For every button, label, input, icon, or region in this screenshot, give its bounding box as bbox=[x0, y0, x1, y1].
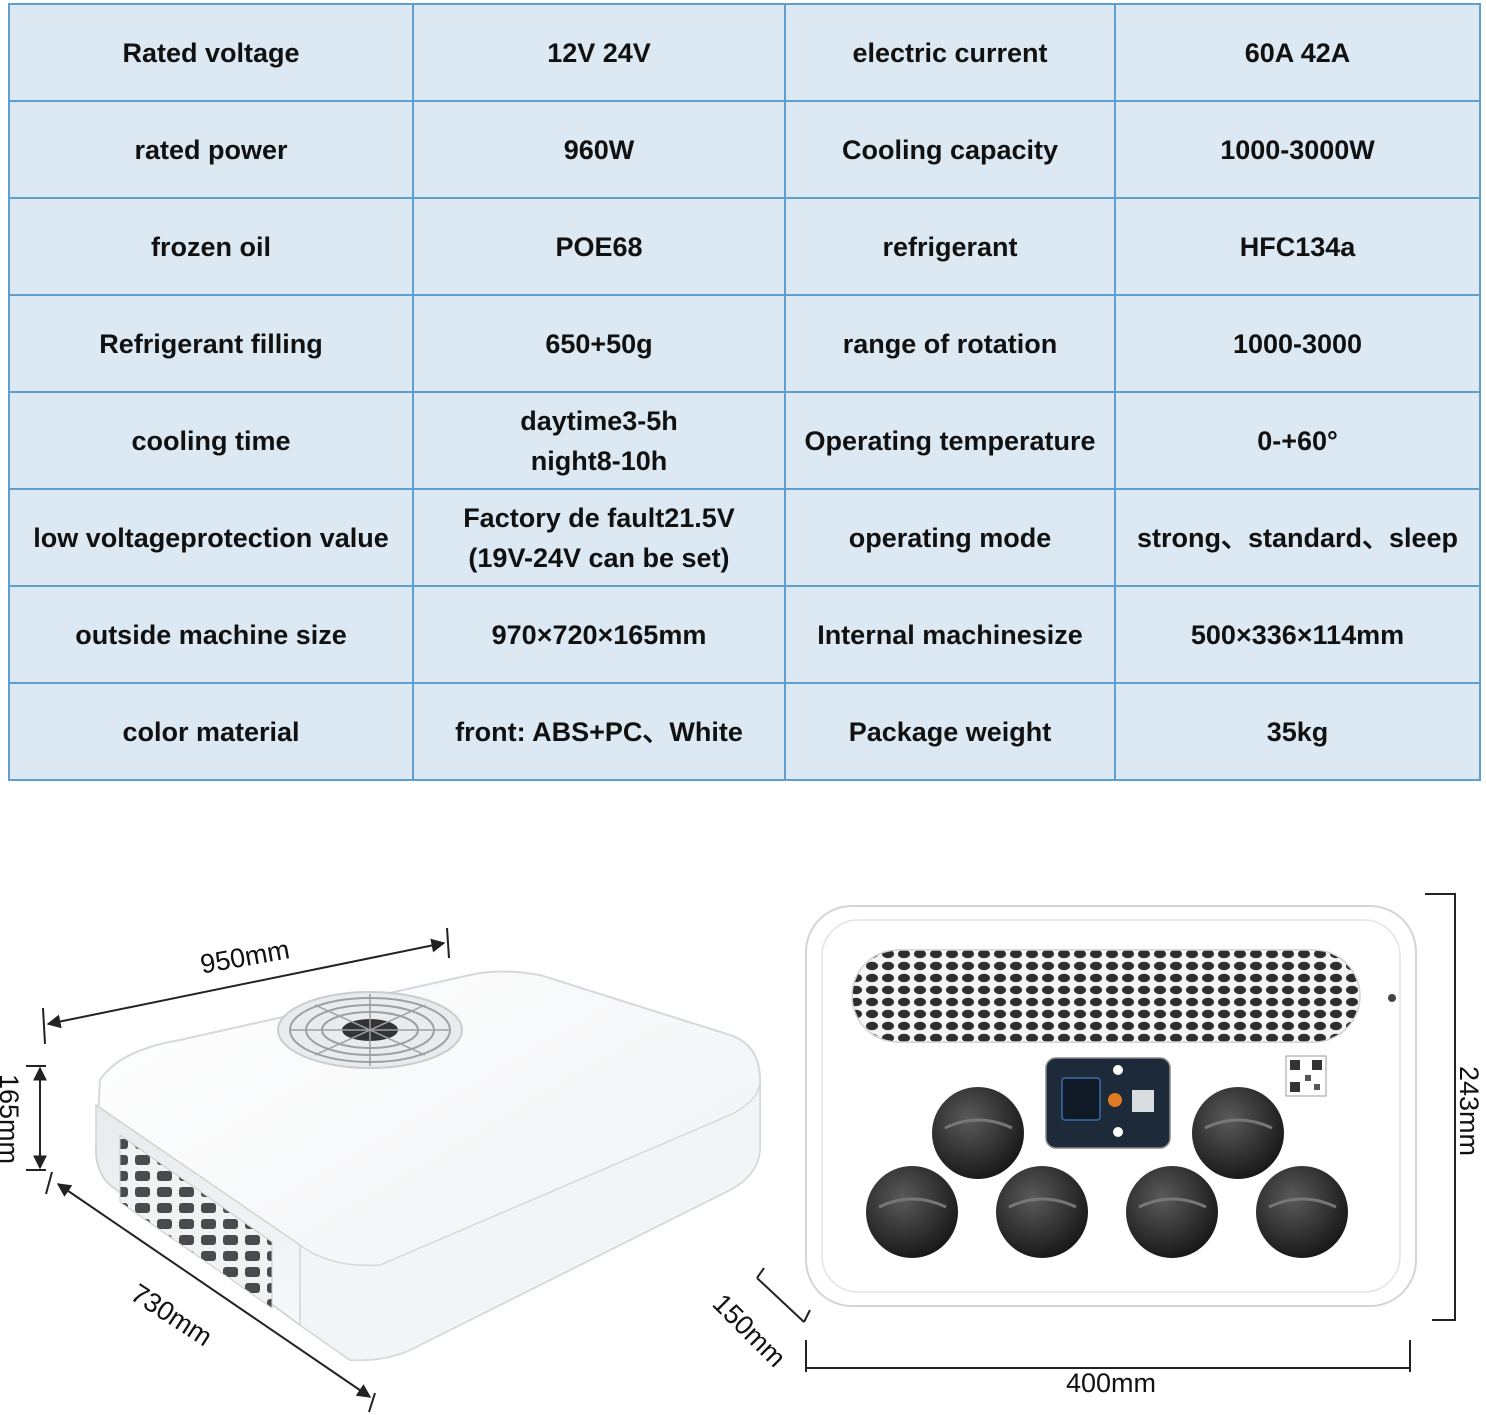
spec-label: electric current bbox=[784, 3, 1116, 102]
fan-icon bbox=[277, 991, 463, 1069]
spec-value: 500×336×114mm bbox=[1114, 585, 1481, 684]
spec-row: Refrigerant filling 650+50g range of rotat… bbox=[8, 294, 1481, 393]
spec-value-line: (19V-24V can be set) bbox=[468, 542, 730, 573]
spec-value: daytime3-5h night8-10h bbox=[412, 391, 786, 490]
spec-value-line: 650+50g bbox=[545, 328, 653, 359]
spec-value-line: 960W bbox=[563, 134, 635, 165]
spec-label: range of rotation bbox=[784, 294, 1116, 393]
spec-row: outside machine size 970×720×165mm Interna… bbox=[8, 585, 1481, 684]
spec-value-line: front: ABS+PC、White bbox=[455, 716, 743, 747]
spec-label: color material bbox=[8, 682, 414, 781]
spec-row: cooling time daytime3-5h night8-10h Operati… bbox=[8, 391, 1481, 490]
spec-value: 0-+60° bbox=[1114, 391, 1481, 490]
qr-code-icon bbox=[1285, 1055, 1327, 1097]
outdoor-unit bbox=[94, 970, 761, 1362]
spec-label: frozen oil bbox=[8, 197, 414, 296]
spec-value: HFC134a bbox=[1114, 197, 1481, 296]
spec-value: 650+50g bbox=[412, 294, 786, 393]
spec-value: strong、standard、sleep bbox=[1114, 488, 1481, 587]
spec-label: cooling time bbox=[8, 391, 414, 490]
spec-label: Rated voltage bbox=[8, 3, 414, 102]
spec-value: POE68 bbox=[412, 197, 786, 296]
spec-value: front: ABS+PC、White bbox=[412, 682, 786, 781]
spec-label: Package weight bbox=[784, 682, 1116, 781]
spec-value-line: 970×720×165mm bbox=[491, 619, 707, 650]
indoor-unit bbox=[805, 905, 1417, 1307]
indoor-height-label: 243mm bbox=[1454, 1066, 1484, 1157]
spec-value: 35kg bbox=[1114, 682, 1481, 781]
spec-value: Factory de fault21.5V (19V-24V can be set… bbox=[412, 488, 786, 587]
indoor-width-label: 400mm bbox=[1066, 1368, 1157, 1398]
spec-label: low voltageprotection value bbox=[8, 488, 414, 587]
spec-value-line: Factory de fault21.5V bbox=[463, 502, 735, 533]
spec-label: Cooling capacity bbox=[784, 100, 1116, 199]
spec-value-line: night8-10h bbox=[530, 445, 668, 476]
outdoor-dimension-lines bbox=[26, 927, 450, 1413]
spec-value: 970×720×165mm bbox=[412, 585, 786, 684]
spec-row: color material front: ABS+PC、White Package… bbox=[8, 682, 1481, 781]
spec-label: refrigerant bbox=[784, 197, 1116, 296]
spec-label: Refrigerant filling bbox=[8, 294, 414, 393]
spec-value: 960W bbox=[412, 100, 786, 199]
spec-label: Internal machinesize bbox=[784, 585, 1116, 684]
spec-value-line: daytime3-5h bbox=[520, 405, 678, 436]
spec-label: operating mode bbox=[784, 488, 1116, 587]
spec-value-line: 12V 24V bbox=[547, 37, 651, 68]
spec-value: 60A 42A bbox=[1114, 3, 1481, 102]
indoor-dimension-lines bbox=[756, 893, 1456, 1372]
spec-value: 1000-3000W bbox=[1114, 100, 1481, 199]
spec-value: 12V 24V bbox=[412, 3, 786, 102]
spec-value-line: POE68 bbox=[555, 231, 643, 262]
spec-label: Operating temperature bbox=[784, 391, 1116, 490]
spec-label: outside machine size bbox=[8, 585, 414, 684]
control-panel bbox=[1045, 1057, 1171, 1149]
air-vent-icons bbox=[866, 1087, 1348, 1258]
spec-value: 1000-3000 bbox=[1114, 294, 1481, 393]
spec-label: rated power bbox=[8, 100, 414, 199]
outdoor-height-label: 165mm bbox=[0, 1074, 24, 1165]
